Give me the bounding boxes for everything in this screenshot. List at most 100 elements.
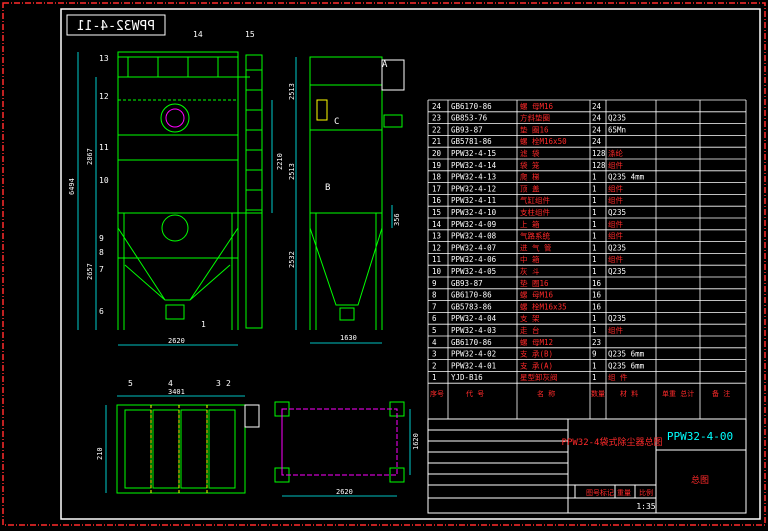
bom-row-name: 方斜垫圈 bbox=[520, 113, 550, 123]
bom-row-name: 星型卸灰阀 bbox=[520, 372, 558, 382]
bom-row-name: 顶 盖 bbox=[520, 183, 540, 193]
bom-row-no: 19 bbox=[432, 161, 441, 170]
bom-row-qty: 1 bbox=[592, 361, 597, 370]
bom-row-material: Q235 bbox=[608, 267, 626, 276]
bom-row-name: 袋 笼 bbox=[520, 160, 540, 170]
svg-text:2513: 2513 bbox=[288, 83, 296, 100]
bom-row-code: GB6170-86 bbox=[451, 102, 492, 111]
bom-row-material: Q235 bbox=[608, 243, 626, 252]
bom-row-material: Q235 bbox=[608, 114, 626, 123]
bom-row-qty: 24 bbox=[592, 114, 602, 123]
svg-text:2620: 2620 bbox=[168, 337, 185, 345]
bom-row-name: 螺 母M16 bbox=[520, 290, 554, 300]
bom-row-name: 支 架 bbox=[520, 313, 540, 323]
bom-row-code: PPW32-4-07 bbox=[451, 243, 496, 252]
bom-row-code: PPW32-4-03 bbox=[451, 326, 496, 335]
svg-text:比例: 比例 bbox=[639, 488, 653, 497]
bom-row-name: 螺 母M16 bbox=[520, 101, 554, 111]
bom-row-material: 组件 bbox=[608, 183, 623, 193]
side-view-callouts: A C B bbox=[325, 60, 388, 193]
bom-row-no: 14 bbox=[432, 220, 442, 229]
svg-text:1620: 1620 bbox=[412, 433, 420, 450]
mirrored-title: PPW32-4-11 bbox=[77, 19, 155, 34]
bom-row-qty: 16 bbox=[592, 291, 602, 300]
bom-row-no: 7 bbox=[432, 302, 437, 311]
base-layout bbox=[274, 401, 405, 483]
bom-row-no: 11 bbox=[432, 255, 441, 264]
bom-row-no: 1 bbox=[432, 373, 437, 382]
svg-text:1: 1 bbox=[201, 320, 206, 329]
svg-text:3: 3 bbox=[216, 379, 221, 388]
bom-row-name: 进 气 管 bbox=[520, 242, 552, 252]
svg-text:A: A bbox=[382, 60, 388, 70]
bom-row-qty: 1 bbox=[592, 267, 597, 276]
bom-row-code: PPW32-4-01 bbox=[451, 361, 496, 370]
drawing-number: PPW32-4-00 bbox=[667, 430, 733, 443]
bom-row-no: 12 bbox=[432, 243, 441, 252]
bom-row-material: 组件 bbox=[608, 231, 623, 241]
bom-row-code: PPW32-4-04 bbox=[451, 314, 497, 323]
bom-row-name: 螺 栓M16x35 bbox=[520, 301, 567, 311]
bom-row-name: 上 箱 bbox=[520, 219, 540, 229]
bom-header-note: 备 注 bbox=[712, 389, 730, 398]
bom-row-name: 气路系统 bbox=[520, 231, 550, 241]
plan-view-dims bbox=[105, 395, 245, 493]
bom-row-name: 滤 袋 bbox=[520, 148, 540, 158]
side-view-dim-text: 2513 2513 2532 356 1630 bbox=[288, 83, 401, 342]
front-view-callouts: 14 15 13 12 11 10 9 8 7 6 1 bbox=[99, 30, 255, 329]
bom-row-code: PPW32-4-12 bbox=[451, 184, 496, 193]
bom-row-material: 组件 bbox=[608, 254, 623, 264]
bom-row-code: YJD-B16 bbox=[451, 373, 483, 382]
bom-row-material: Q235 bbox=[608, 208, 626, 217]
bom-row-code: GB6170-86 bbox=[451, 291, 492, 300]
bom-row-qty: 1 bbox=[592, 196, 597, 205]
base-layout-text: 2620 1620 bbox=[336, 433, 420, 496]
bom-row-no: 8 bbox=[432, 291, 437, 300]
svg-text:图号标记: 图号标记 bbox=[586, 488, 614, 497]
front-view-dim-text: 6494 2867 2657 2210 2620 bbox=[68, 148, 284, 345]
bom-header-name: 名 称 bbox=[537, 389, 555, 398]
svg-text:C: C bbox=[334, 117, 339, 127]
base-layout-dims bbox=[282, 409, 411, 497]
bom-row-no: 6 bbox=[432, 314, 437, 323]
svg-text:11: 11 bbox=[99, 143, 109, 152]
bom-row-no: 18 bbox=[432, 173, 442, 182]
bom-row-qty: 1 bbox=[592, 255, 597, 264]
bom-row-no: 23 bbox=[432, 114, 441, 123]
svg-text:7: 7 bbox=[99, 265, 104, 274]
bom-row-qty: 1 bbox=[592, 243, 597, 252]
scale-value: 1:35 bbox=[636, 502, 655, 511]
svg-text:重量: 重量 bbox=[617, 489, 631, 497]
bom-header-no: 序号 bbox=[430, 389, 444, 398]
svg-text:2657: 2657 bbox=[86, 263, 94, 280]
plan-view bbox=[116, 404, 260, 494]
bom-row-qty: 24 bbox=[592, 137, 602, 146]
svg-text:5: 5 bbox=[128, 379, 133, 388]
bom-row-code: PPW32-4-06 bbox=[451, 255, 497, 264]
bom-row-qty: 1 bbox=[592, 373, 597, 382]
plan-view-text: 3401 210 5 4 3 2 bbox=[96, 379, 231, 460]
bom-row-material: Q235 6mm bbox=[608, 361, 645, 370]
bom-header-qty: 数量 bbox=[591, 389, 605, 398]
bom-header-material: 材 料 bbox=[620, 389, 638, 398]
bom-row-code: PPW32-4-14 bbox=[451, 161, 497, 170]
bom-row-no: 4 bbox=[432, 338, 437, 347]
bom-row-code: PPW32-4-13 bbox=[451, 173, 496, 182]
svg-text:2532: 2532 bbox=[288, 251, 296, 268]
bom-row-code: GB5781-86 bbox=[451, 137, 492, 146]
bom-row-no: 2 bbox=[432, 361, 437, 370]
bom-row-qty: 1 bbox=[592, 232, 597, 241]
bom-row-no: 24 bbox=[432, 102, 442, 111]
bom-row-material: 组件 bbox=[608, 160, 623, 170]
svg-text:13: 13 bbox=[99, 54, 109, 63]
svg-text:12: 12 bbox=[99, 92, 109, 101]
bom-row-name: 支 承(A) bbox=[520, 360, 553, 370]
bom-row-qty: 16 bbox=[592, 279, 602, 288]
bom-row-qty: 1 bbox=[592, 173, 597, 182]
bom-row-no: 5 bbox=[432, 326, 437, 335]
bom-row-no: 17 bbox=[432, 184, 441, 193]
bom-row-no: 21 bbox=[432, 137, 441, 146]
